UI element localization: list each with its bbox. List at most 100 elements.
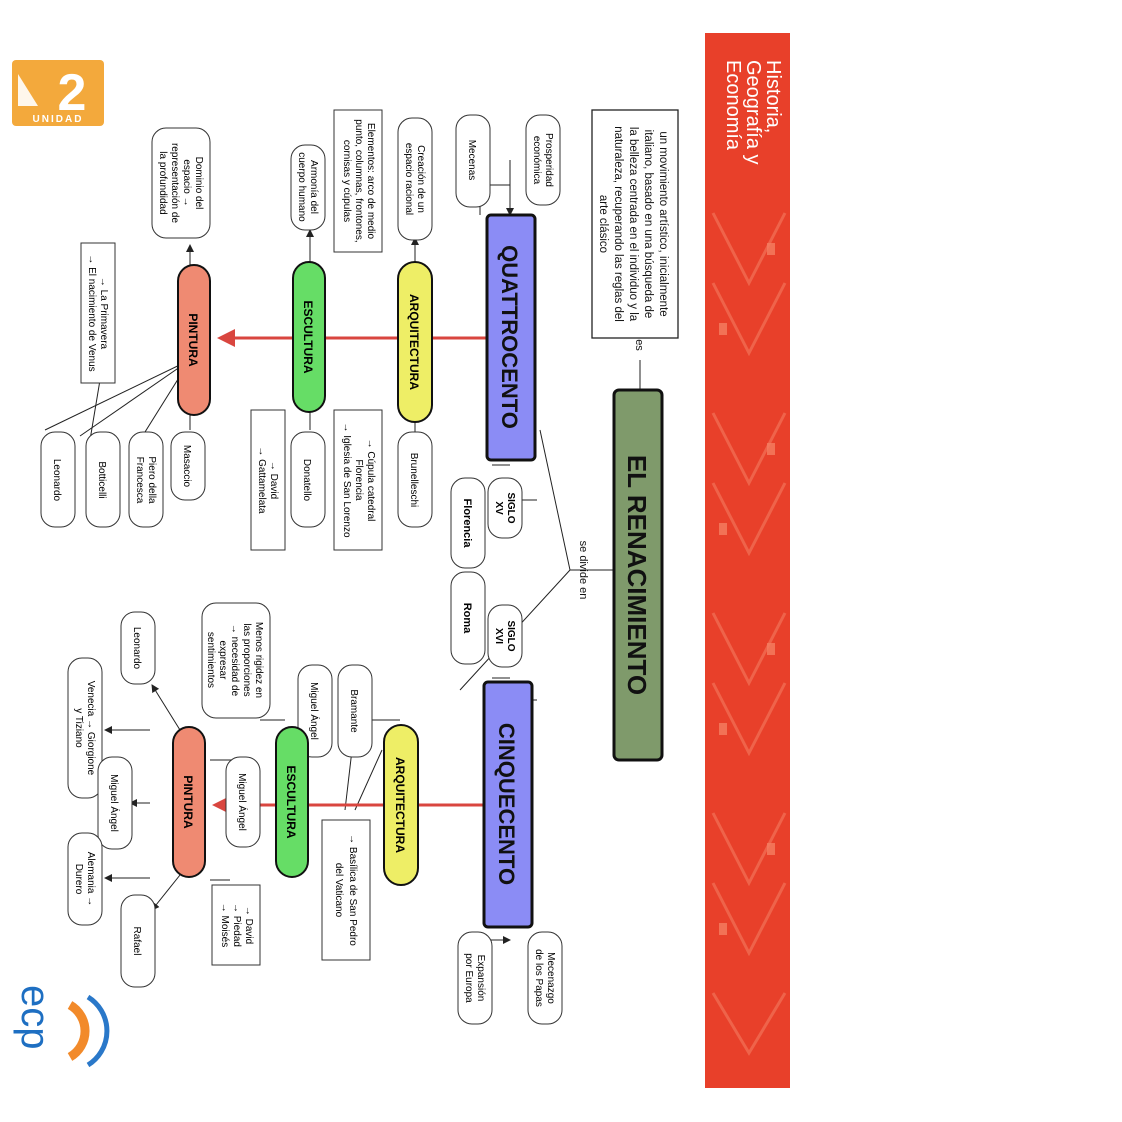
quattrocento-escultura-label: ESCULTURA bbox=[301, 300, 315, 373]
cinquecento-esc-works-text: → David bbox=[243, 906, 254, 944]
cinquecento-label: CINQUECENTO bbox=[494, 723, 519, 885]
subject-banner bbox=[705, 33, 790, 1088]
cinquecento-arq-works bbox=[321, 819, 371, 961]
cinquecento-pintura-node bbox=[172, 726, 206, 878]
quattrocento-pin-artist-text: Botticelli bbox=[96, 461, 107, 498]
cinquecento-escultura-node bbox=[275, 726, 309, 878]
quattrocento-arq-elements-text: Elementos: arco de medio bbox=[365, 123, 376, 240]
cinquecento-pin-artist bbox=[120, 894, 156, 988]
cinquecento-arq-artist-text: Miguel Ángel bbox=[308, 682, 321, 740]
cinquecento-city-node bbox=[450, 571, 486, 665]
quattrocento-pin-artist-text: Masaccio bbox=[181, 445, 192, 488]
quattrocento-pin-artist-text: Piero della bbox=[146, 456, 157, 504]
quattrocento-century-node bbox=[487, 477, 523, 539]
cinquecento-context-label: Mecenazgo bbox=[545, 952, 556, 1004]
quattrocento-arq-elements bbox=[333, 109, 383, 253]
quattrocento-pin-feature-text: la profundidad bbox=[157, 151, 168, 214]
banner-line-2: Geografía y bbox=[742, 60, 764, 165]
quattrocento-context-label: económica bbox=[531, 136, 542, 185]
cinquecento-arq-artist bbox=[337, 664, 373, 758]
quattrocento-pin-artist bbox=[85, 431, 121, 528]
cinquecento-arquitectura-node bbox=[383, 724, 419, 886]
quattrocento-esc-works bbox=[250, 409, 286, 551]
quattrocento-esc-feature bbox=[290, 144, 326, 231]
cinquecento-city-label: Roma bbox=[461, 603, 473, 634]
quattrocento-pin-works-text: → La Primavera bbox=[98, 277, 109, 350]
quattrocento-pin-feature-text: espacio → bbox=[181, 159, 192, 206]
cinquecento-pin-artist bbox=[67, 657, 103, 799]
cinquecento-pin-artist bbox=[120, 611, 156, 685]
quattrocento-arquitectura-node bbox=[397, 261, 433, 423]
cinquecento-pin-artist-text: Miguel Ángel bbox=[108, 774, 121, 832]
banner-line-3: Economía bbox=[722, 60, 744, 151]
quattrocento-context-node bbox=[455, 114, 491, 208]
cinquecento-context-label: de los Papas bbox=[533, 949, 544, 1007]
quattrocento-arquitectura-label: ARQUITECTURA bbox=[407, 294, 421, 390]
quattrocento-city-label: Florencia bbox=[461, 499, 473, 549]
quattrocento-arq-feature-text: espacio racional bbox=[403, 143, 414, 215]
cinquecento-century-label: XVI bbox=[493, 628, 504, 644]
cinquecento-century-node bbox=[487, 604, 523, 668]
cinquecento-pin-artist-text: y Tiziano bbox=[73, 708, 84, 748]
cinquecento-context-node bbox=[457, 931, 493, 1025]
quattrocento-pin-feature bbox=[151, 127, 211, 239]
definition-box bbox=[591, 109, 679, 339]
cinquecento-esc-feature bbox=[201, 602, 271, 719]
cinquecento-pintura-label: PINTURA bbox=[181, 775, 195, 829]
quattrocento-esc-artist bbox=[290, 431, 326, 528]
quattrocento-pin-artist bbox=[170, 431, 206, 501]
quattrocento-century-label: SIGLO bbox=[505, 492, 516, 523]
connector-divide: se divide en bbox=[577, 541, 589, 600]
quattrocento-escultura-node bbox=[292, 261, 326, 413]
quattrocento-arq-works-text: → Iglesia de San Lorenzo bbox=[341, 422, 352, 538]
quattrocento-esc-feature-text: cuerpo humano bbox=[296, 152, 307, 222]
publisher-logo-text: ecp bbox=[13, 985, 57, 1050]
cinquecento-esc-feature-text: sentimientos bbox=[205, 632, 216, 688]
definition-line: un movimiento artístico, inicialmente bbox=[657, 131, 669, 316]
quattrocento-arq-artist bbox=[397, 431, 433, 528]
quattrocento-arq-feature-text: Creación de un bbox=[415, 145, 426, 213]
quattrocento-pin-feature-text: Dominio del bbox=[193, 157, 204, 210]
quattrocento-esc-artist-text: Donatello bbox=[301, 459, 312, 502]
quattrocento-century-label: XV bbox=[493, 501, 504, 515]
cinquecento-esc-artist bbox=[225, 756, 261, 848]
definition-line: la belleza centrada en el individuo y la bbox=[627, 127, 639, 322]
quattrocento-arq-works bbox=[333, 409, 383, 551]
quattrocento-arq-works-text: → Cúpula catedral bbox=[365, 439, 376, 522]
quattrocento-city-node bbox=[450, 477, 486, 569]
cinquecento-arq-works-text: del Vaticano bbox=[333, 863, 344, 918]
quattrocento-pintura-node bbox=[177, 264, 211, 416]
quattrocento-pin-works-text: → El nacimiento de Venus bbox=[86, 254, 97, 371]
quattrocento-esc-works-text: → David bbox=[268, 461, 279, 499]
root-node bbox=[612, 388, 664, 762]
quattrocento-arq-elements-text: cornisas y cúpulas bbox=[341, 140, 352, 222]
cinquecento-esc-feature-text: → necesidad de bbox=[229, 624, 240, 697]
definition-text: un movimiento artístico, inicialmente it… bbox=[597, 126, 669, 322]
cinquecento-esc-feature-text: las proporciones bbox=[241, 623, 252, 696]
cinquecento-esc-feature-text: Menos rigidez en bbox=[253, 622, 264, 698]
cinquecento-esc-works bbox=[211, 884, 261, 966]
quattrocento-context-label: Mecenas bbox=[466, 140, 477, 181]
cinquecento-esc-works-text: → Piedad bbox=[231, 903, 242, 947]
quattrocento-pin-artist bbox=[128, 431, 164, 528]
quattrocento-arq-feature bbox=[397, 117, 433, 241]
cinquecento-arquitectura-label: ARQUITECTURA bbox=[393, 757, 407, 853]
root-label: EL RENACIMIENTO bbox=[622, 455, 652, 695]
cinquecento-esc-feature-text: expresar bbox=[217, 641, 228, 681]
definition-line: arte clásico bbox=[597, 195, 609, 253]
cinquecento-pin-artist-text: Rafael bbox=[131, 927, 142, 956]
cinquecento-arq-works-text: → Basílica de San Pedro bbox=[347, 834, 358, 946]
quattrocento-pin-artist bbox=[40, 431, 76, 528]
quattrocento-pin-artist-text: Leonardo bbox=[51, 459, 62, 502]
quattrocento-pintura-label: PINTURA bbox=[186, 313, 200, 367]
unit-badge-number: 2 bbox=[58, 64, 87, 122]
cinquecento-context-label: por Europa bbox=[463, 953, 474, 1003]
definition-line: naturaleza, recuperando las reglas del bbox=[612, 126, 624, 322]
quattrocento-pin-works bbox=[80, 242, 116, 384]
cinquecento-esc-works-text: → Moisés bbox=[219, 903, 230, 947]
cinquecento-pin-artist bbox=[67, 832, 103, 926]
cinquecento-pin-artist-text: Venecia → Giorgione bbox=[85, 681, 96, 776]
cinquecento-pin-artist-text: Alemania → bbox=[85, 852, 96, 906]
